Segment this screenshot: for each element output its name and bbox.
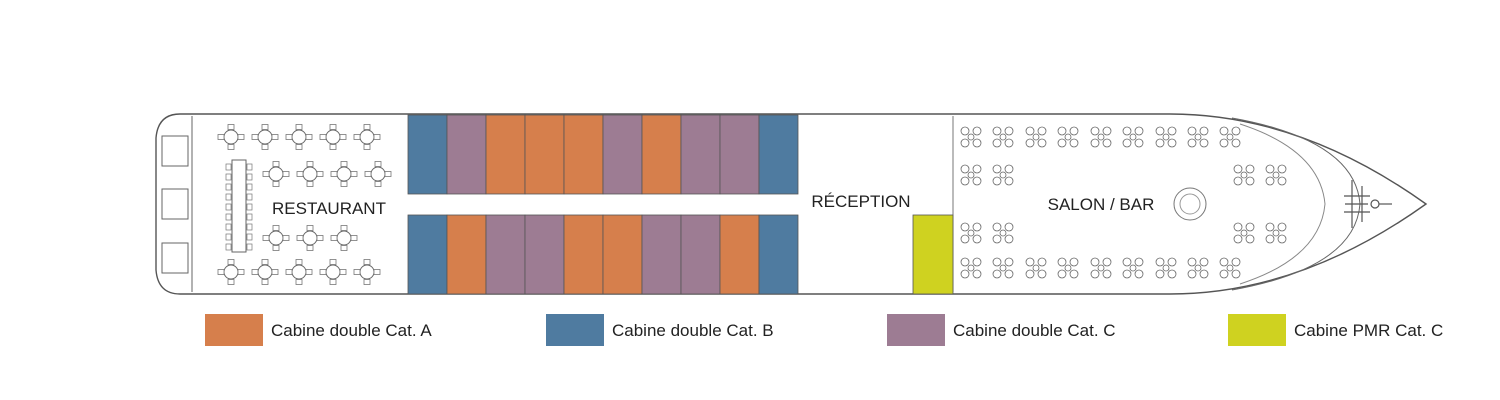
restaurant-table: [319, 124, 347, 150]
salon-seating: [1265, 222, 1287, 244]
restaurant-table: [285, 259, 313, 285]
restaurant-label: RESTAURANT: [272, 199, 386, 218]
cabin-top-7-cat-a: [641, 114, 682, 195]
bow-anchor-icon: [1344, 180, 1392, 228]
restaurant-table: [319, 259, 347, 285]
cabin-bottom-8-cat-c: [680, 214, 721, 295]
cabin-bottom-1-cat-b: [407, 214, 448, 295]
cabin-bottom-6-cat-a: [602, 214, 643, 295]
legend-swatch-cat-b: [546, 314, 604, 346]
legend-swatch-cat-a: [205, 314, 263, 346]
legend-item-cat-a: Cabine double Cat. A: [205, 314, 432, 346]
salon-seating: [960, 222, 982, 244]
restaurant-furniture: [217, 124, 392, 285]
cabins-bottom-row: [407, 214, 799, 295]
restaurant-table: [285, 124, 313, 150]
stern-box-bottom: [161, 242, 189, 274]
cabin-bottom-3-cat-c: [485, 214, 526, 295]
salon-seating: [1122, 257, 1144, 279]
legend-item-cat-c: Cabine double Cat. C: [887, 314, 1116, 346]
cabin-top-4-cat-a: [524, 114, 565, 195]
restaurant-table: [262, 225, 290, 251]
salon-seating: [960, 257, 982, 279]
restaurant-table: [251, 124, 279, 150]
legend-swatch-pmr: [1228, 314, 1286, 346]
bow-rail-inner: [1239, 123, 1326, 285]
salon-furniture: [960, 126, 1287, 279]
cabin-bottom-7-cat-c: [641, 214, 682, 295]
salon-seating: [992, 164, 1014, 186]
stern-box-middle: [161, 188, 189, 220]
salon-seating: [1025, 257, 1047, 279]
cabin-top-8-cat-c: [680, 114, 721, 195]
salon-seating: [1057, 126, 1079, 148]
salon-seating: [1155, 257, 1177, 279]
cabin-bottom-9-cat-a: [719, 214, 760, 295]
stern-box-top: [161, 135, 189, 167]
salon-bar-label: SALON / BAR: [1048, 195, 1155, 214]
cabin-top-1-cat-b: [407, 114, 448, 195]
salon-seating: [1090, 126, 1112, 148]
legend-label-cat-a: Cabine double Cat. A: [271, 321, 432, 340]
salon-seating: [1187, 257, 1209, 279]
salon-seating: [1265, 164, 1287, 186]
restaurant-table: [353, 124, 381, 150]
restaurant-table: [217, 259, 245, 285]
legend: Cabine double Cat. A Cabine double Cat. …: [205, 314, 1443, 346]
salon-seating: [1057, 257, 1079, 279]
salon-seating: [960, 126, 982, 148]
legend-swatch-cat-c: [887, 314, 945, 346]
legend-label-cat-b: Cabine double Cat. B: [612, 321, 774, 340]
restaurant-table: [330, 225, 358, 251]
salon-seating: [1155, 126, 1177, 148]
restaurant-table: [353, 259, 381, 285]
restaurant-long-table: [225, 159, 253, 253]
salon-seating: [1233, 222, 1255, 244]
reception-label: RÉCEPTION: [811, 192, 910, 211]
salon-centre-feature-inner: [1179, 193, 1201, 215]
salon-seating: [1233, 164, 1255, 186]
restaurant-table: [296, 225, 324, 251]
legend-item-cat-b: Cabine double Cat. B: [546, 314, 774, 346]
pmr-cabin: [912, 214, 954, 295]
cabin-bottom-5-cat-a: [563, 214, 604, 295]
salon-seating: [1219, 257, 1241, 279]
cabin-top-6-cat-c: [602, 114, 643, 195]
restaurant-table: [296, 161, 324, 187]
cabin-top-3-cat-a: [485, 114, 526, 195]
legend-label-cat-c: Cabine double Cat. C: [953, 321, 1116, 340]
salon-seating: [992, 126, 1014, 148]
cabin-top-10-cat-b: [758, 114, 799, 195]
legend-item-pmr: Cabine PMR Cat. C: [1228, 314, 1443, 346]
restaurant-table: [217, 124, 245, 150]
salon-seating: [1187, 126, 1209, 148]
cabins-top-row: [407, 114, 799, 195]
legend-label-pmr: Cabine PMR Cat. C: [1294, 321, 1443, 340]
salon-seating: [960, 164, 982, 186]
salon-seating: [1122, 126, 1144, 148]
cabin-bottom-4-cat-c: [524, 214, 565, 295]
restaurant-table: [251, 259, 279, 285]
restaurant-table: [364, 161, 392, 187]
salon-seating: [992, 222, 1014, 244]
restaurant-table: [330, 161, 358, 187]
salon-seating: [1025, 126, 1047, 148]
restaurant-table: [262, 161, 290, 187]
cabin-bottom-2-cat-a: [446, 214, 487, 295]
salon-seating: [1090, 257, 1112, 279]
cabin-top-5-cat-a: [563, 114, 604, 195]
cabin-top-9-cat-c: [719, 114, 760, 195]
cabin-top-2-cat-c: [446, 114, 487, 195]
salon-seating: [1219, 126, 1241, 148]
cabin-bottom-10-cat-b: [758, 214, 799, 295]
salon-seating: [992, 257, 1014, 279]
